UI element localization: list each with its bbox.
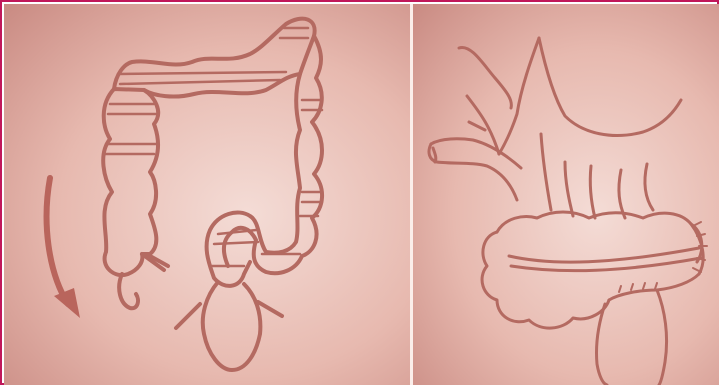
right-panel <box>413 4 719 385</box>
curved-down-arrow-icon <box>34 172 114 332</box>
left-panel <box>4 4 410 385</box>
transverse-colon <box>114 19 315 97</box>
bowel-anastomosis-icon <box>413 4 719 385</box>
rectum <box>203 282 261 370</box>
